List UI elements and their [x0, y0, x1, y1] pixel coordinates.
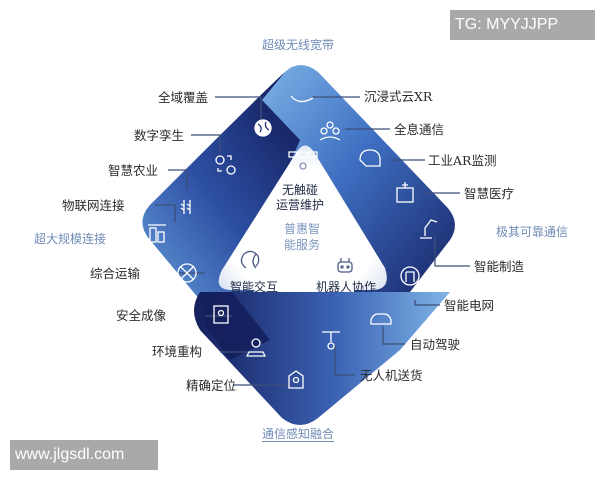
- label-full-coverage: 全域覆盖: [158, 90, 209, 105]
- wheat-icon: [180, 200, 191, 214]
- label-industrial-ar: 工业AR监测: [428, 153, 497, 168]
- label-iot-connection: 物联网连接: [62, 198, 125, 213]
- ar-headset-icon: [359, 149, 381, 167]
- human-interaction-icon: [240, 250, 260, 269]
- label-environment-reconstruction: 环境重构: [152, 344, 203, 359]
- category-right: 极其可靠通信: [496, 225, 569, 239]
- center-triangle: [218, 145, 387, 290]
- robot-arm-icon: [420, 219, 438, 239]
- label-digital-twin: 数字孪生: [134, 128, 185, 143]
- label-smart-agriculture: 智慧农业: [108, 163, 159, 178]
- label-smart-grid: 智能电网: [444, 298, 495, 313]
- category-top: 超级无线宽带: [262, 38, 335, 52]
- map-pin-icon: [245, 338, 267, 357]
- globe-icon: [254, 119, 272, 137]
- label-autonomous-driving: 自动驾驶: [410, 337, 461, 352]
- label-security-imaging: 安全成像: [116, 308, 167, 323]
- label-smart-healthcare: 智慧医疗: [464, 186, 515, 201]
- watermark-url: www.jlgsdl.com: [10, 440, 158, 470]
- car-icon: [370, 313, 392, 325]
- label-precise-positioning: 精确定位: [186, 378, 237, 393]
- category-left: 超大规模连接: [34, 232, 107, 246]
- leader-lines-right: [312, 96, 470, 376]
- band-top-right: [260, 65, 455, 292]
- watermark-tg: TG: MYYJJPP: [450, 10, 595, 40]
- remote-ops-icon: [288, 151, 318, 170]
- hologram-people-icon: [319, 121, 341, 141]
- label-holographic-comm: 全息通信: [394, 122, 445, 137]
- digital-twin-icon: [215, 155, 236, 175]
- transport-hub-icon: [177, 263, 197, 283]
- category-bottom: 通信感知融合: [262, 427, 335, 442]
- iot-devices-icon: [148, 224, 166, 243]
- hospital-icon: [396, 182, 414, 203]
- drone-icon: [322, 331, 340, 350]
- label-integrated-transport: 综合运输: [90, 266, 141, 281]
- xr-glasses-icon: [290, 95, 314, 103]
- leader-lines-left: [155, 96, 290, 386]
- center-title: 普惠智 能服务: [283, 222, 320, 252]
- center-smart-interaction: 智能交互: [230, 280, 279, 294]
- center-remote-ops: 无触碰 运营维护: [275, 183, 324, 212]
- center-robot-collab: 机器人协作: [316, 280, 377, 294]
- label-smart-manufacturing: 智能制造: [474, 259, 525, 274]
- location-house-icon: [288, 370, 304, 389]
- label-immersive-xr: 沉浸式云XR: [364, 89, 433, 104]
- robot-icon: [337, 258, 353, 273]
- label-drone-delivery: 无人机送货: [360, 368, 423, 383]
- power-grid-icon: [400, 266, 420, 286]
- security-scanner-icon: [213, 305, 229, 324]
